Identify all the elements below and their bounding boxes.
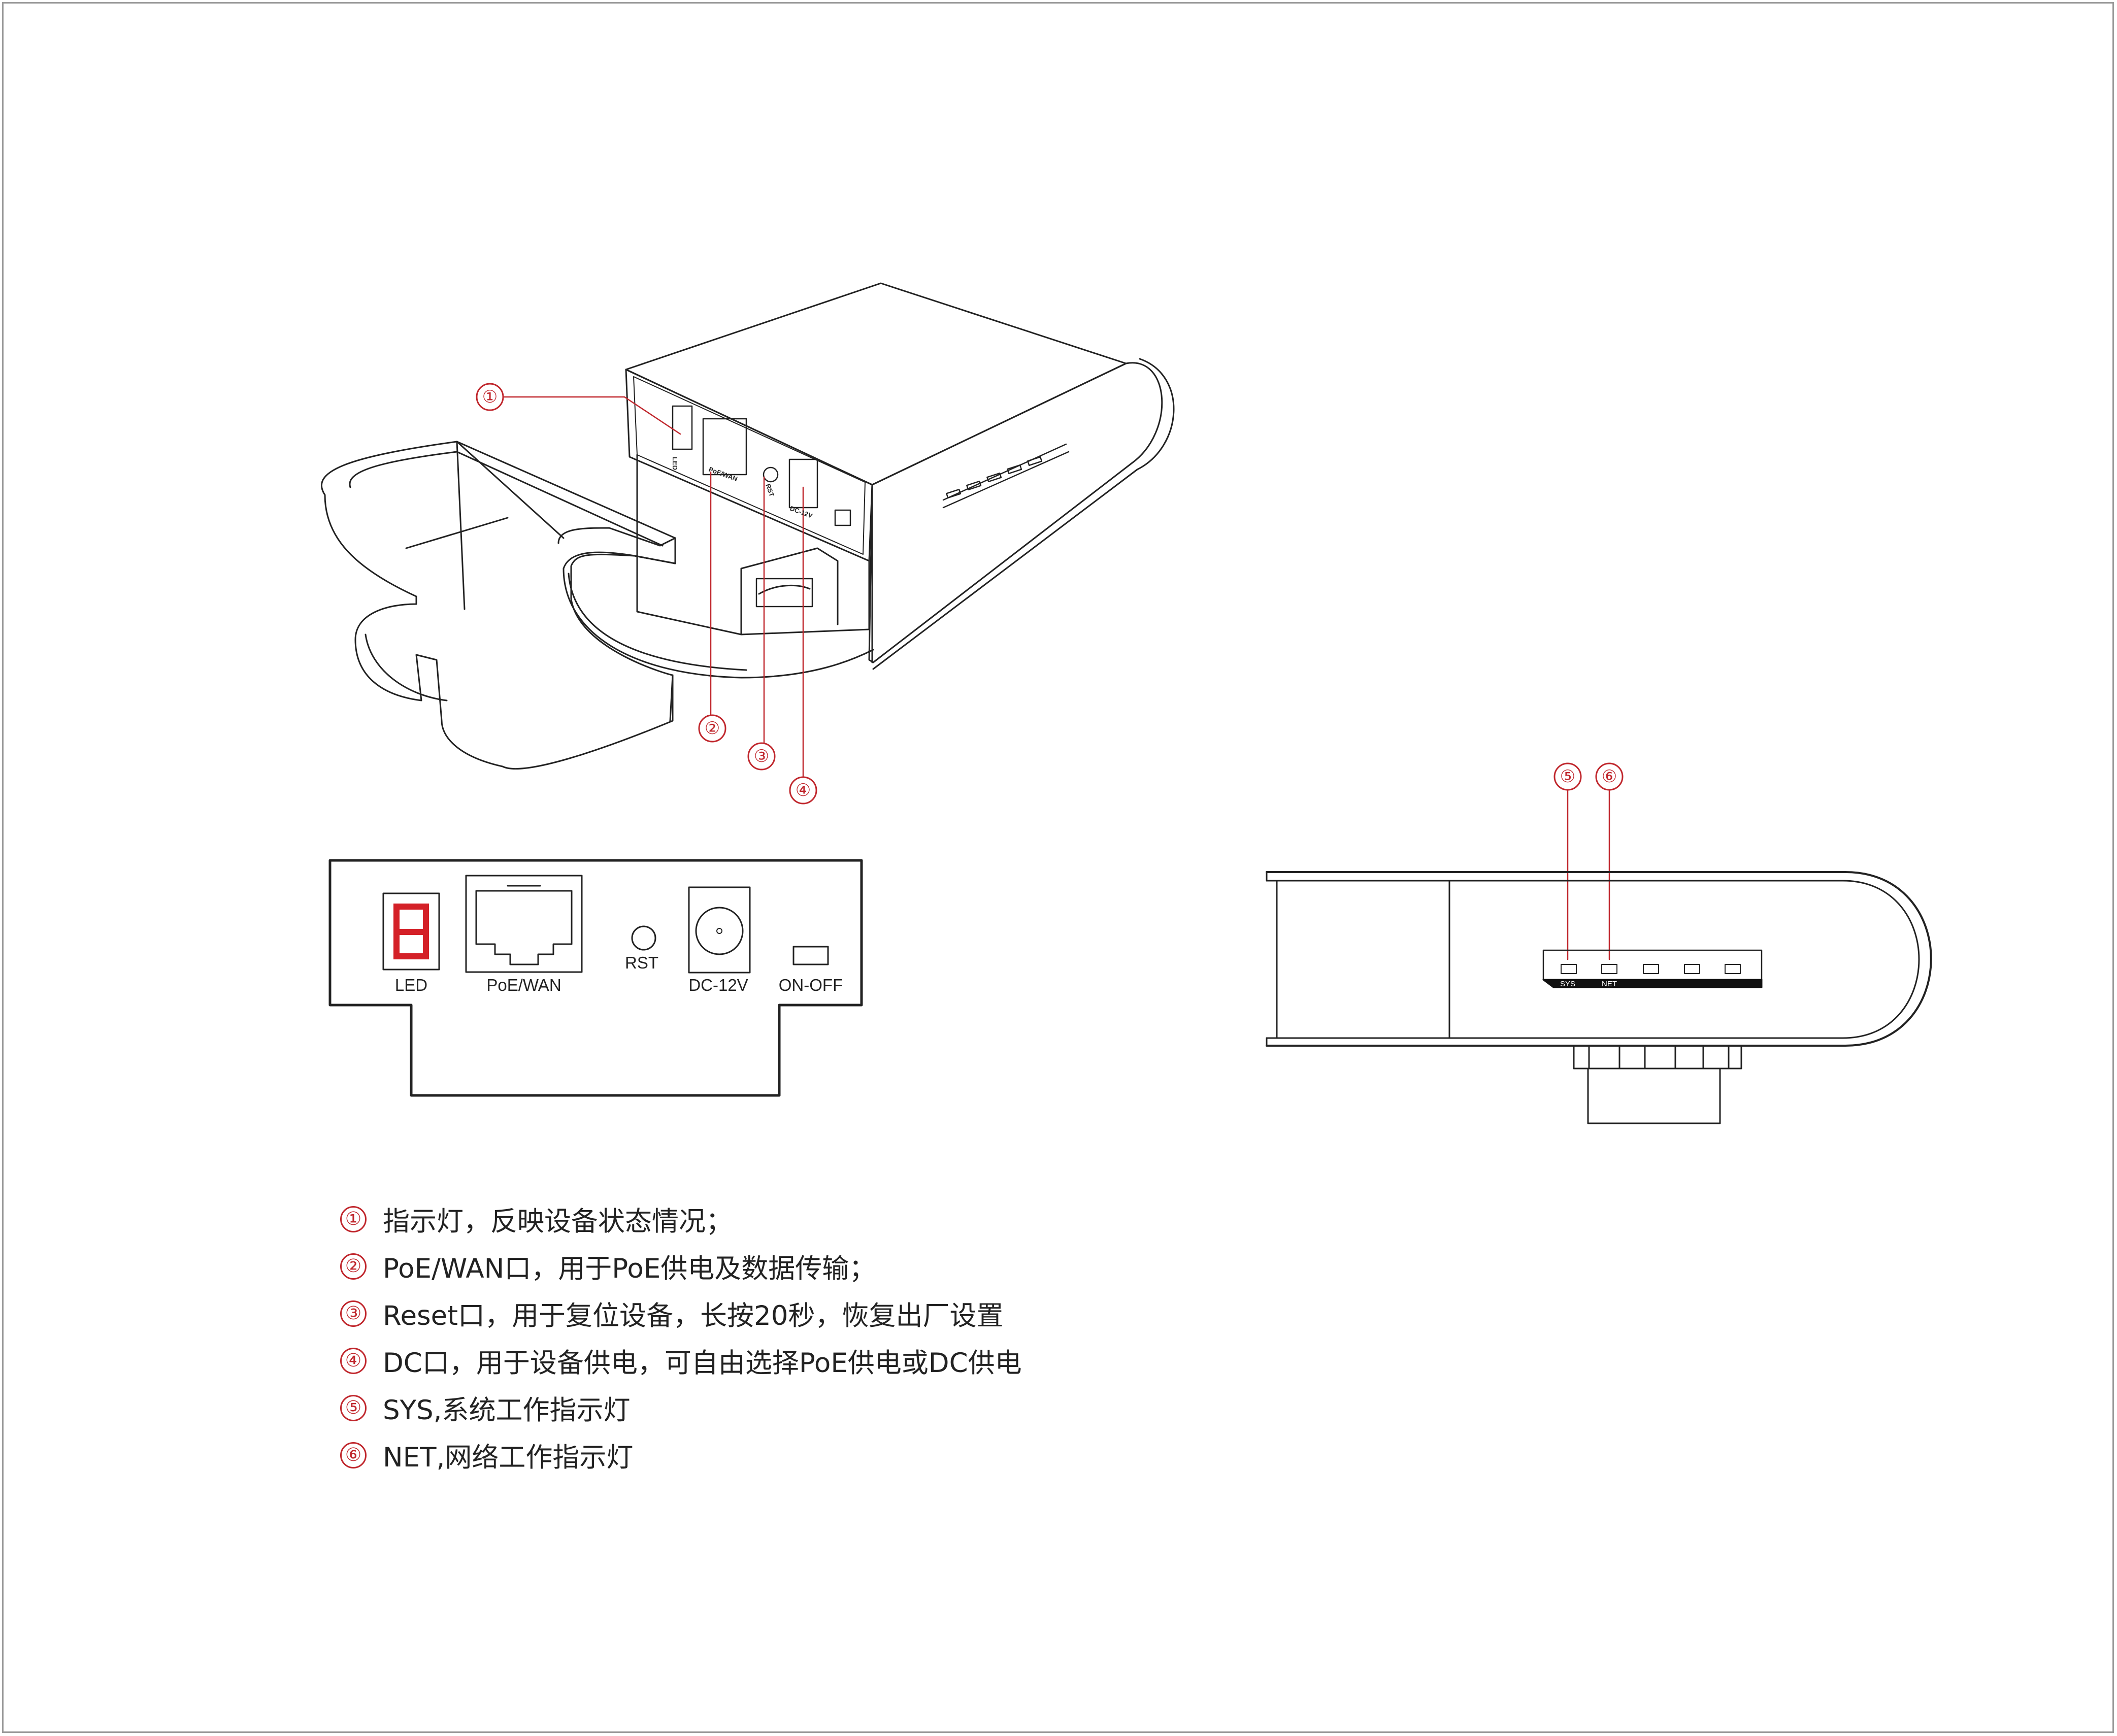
- led-digit: [393, 904, 429, 959]
- side-view: [1266, 871, 1932, 1124]
- rear-panel: [328, 859, 863, 1097]
- panel-rst-label: RST: [625, 953, 658, 972]
- legend-number: ⑥: [340, 1442, 367, 1468]
- callout-4: ④: [796, 780, 811, 800]
- callout-leaders: [499, 396, 1610, 960]
- panel-led-label: LED: [395, 976, 427, 994]
- legend-number: ⑤: [340, 1394, 367, 1421]
- legend-item: ① 指示灯，反映设备状态情况；: [340, 1195, 1022, 1243]
- legend-item: ② PoE/WAN口，用于PoE供电及数据传输；: [340, 1243, 1022, 1290]
- panel-dc-label: DC-12V: [688, 976, 748, 994]
- legend-item: ⑥ NET,网络工作指示灯: [340, 1431, 1022, 1479]
- legend-item: ④ DC口，用于设备供电，可自由选择PoE供电或DC供电: [340, 1337, 1022, 1384]
- panel-switch-label: ON-OFF: [779, 976, 843, 994]
- legend-text: DC口，用于设备供电，可自由选择PoE供电或DC供电: [383, 1347, 1022, 1379]
- legend-text: NET,网络工作指示灯: [383, 1442, 634, 1473]
- device-poe-label: PoE/WAN: [708, 465, 739, 483]
- side-net-label: NET: [1602, 980, 1617, 988]
- callout-3: ③: [754, 746, 769, 766]
- legend-text: 指示灯，反映设备状态情况；: [383, 1206, 733, 1237]
- legend-item: ⑤ SYS,系统工作指示灯: [340, 1384, 1022, 1431]
- device-dc-label: DC-12V: [789, 505, 814, 520]
- callout-1: ①: [482, 387, 498, 407]
- device-3d-view: [320, 282, 1175, 770]
- legend-number: ①: [340, 1206, 367, 1232]
- callout-2: ②: [705, 718, 720, 739]
- legend-text: Reset口，用于复位设备，长按20秒，恢复出厂设置: [383, 1300, 1004, 1331]
- legend-number: ③: [340, 1300, 367, 1327]
- device-led-label: LED: [671, 457, 679, 470]
- callout-5: ⑤: [1560, 766, 1575, 787]
- legend-number: ④: [340, 1347, 367, 1374]
- legend-text: PoE/WAN口，用于PoE供电及数据传输；: [383, 1253, 876, 1284]
- legend-item: ③ Reset口，用于复位设备，长按20秒，恢复出厂设置: [340, 1290, 1022, 1337]
- device-rst-label: RST: [764, 483, 776, 498]
- legend-number: ②: [340, 1253, 367, 1280]
- panel-poe-label: PoE/WAN: [486, 976, 561, 994]
- legend-text: SYS,系统工作指示灯: [383, 1394, 631, 1426]
- callout-6: ⑥: [1602, 766, 1617, 787]
- legend: ① 指示灯，反映设备状态情况； ② PoE/WAN口，用于PoE供电及数据传输；…: [340, 1195, 1022, 1479]
- side-sys-label: SYS: [1560, 980, 1575, 988]
